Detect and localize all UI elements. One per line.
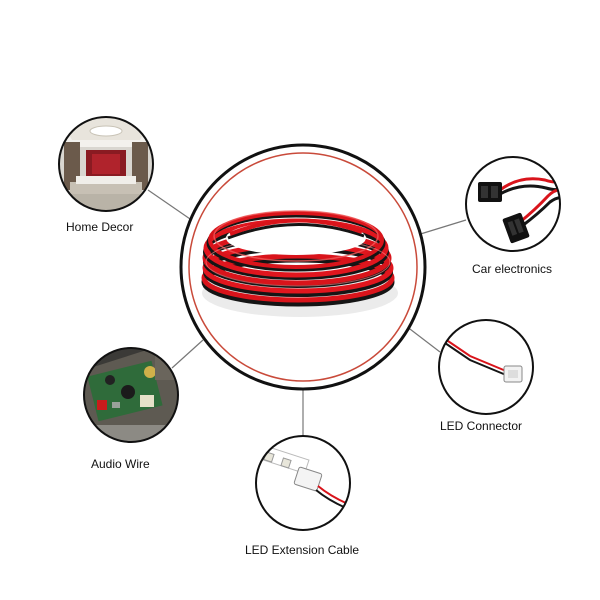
label-led-extension-cable: LED Extension Cable	[245, 543, 360, 557]
audio-wire-circle	[83, 347, 179, 443]
line-audio-wire	[171, 339, 204, 369]
wire-coil-image	[201, 210, 398, 317]
central-product-circle	[179, 143, 427, 391]
label-home-decor: Home Decor	[66, 220, 134, 234]
car-electronics-circle	[465, 156, 561, 252]
label-audio-wire: Audio Wire	[91, 457, 150, 471]
label-led-connector: LED Connector	[440, 419, 523, 433]
line-led-connector	[405, 325, 441, 353]
line-home-decor	[147, 189, 194, 222]
connector-lines	[147, 189, 467, 436]
line-car-electronics	[413, 219, 467, 237]
led-connector-circle	[438, 319, 534, 415]
led-connector-image	[439, 320, 533, 414]
home-decor-circle	[58, 116, 154, 212]
label-car-electronics: Car electronics	[472, 262, 553, 276]
car-electronics-image	[466, 157, 560, 251]
led-extension-cable-circle	[255, 435, 351, 531]
